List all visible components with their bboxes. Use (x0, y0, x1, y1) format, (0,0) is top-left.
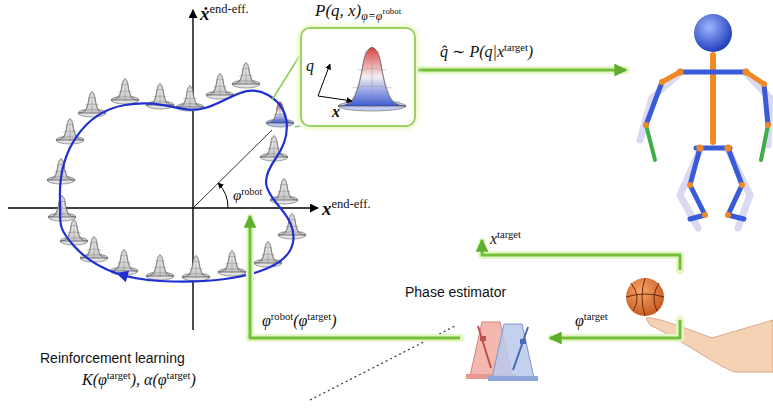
text-run: K(φ (82, 371, 107, 388)
text-run: Reinforcement learning (40, 350, 185, 366)
signal-label: φrobot(φtarget) (262, 311, 336, 330)
text-run: ) (331, 312, 336, 329)
text-run: q (306, 57, 314, 74)
text-run: x (490, 230, 497, 247)
math-index: end-eff. (332, 197, 371, 211)
math-index: φ=φ (361, 9, 382, 23)
text-run: x (332, 103, 340, 120)
ball-and-hand (626, 278, 773, 372)
text-run: φ (233, 187, 241, 203)
axis-label: xend-eff. (322, 197, 371, 221)
math-index: robot (382, 6, 401, 16)
math-index: target (584, 311, 608, 322)
text-run: ) (528, 43, 533, 60)
angle-label: φrobot (233, 186, 262, 204)
text-run: φ (575, 312, 584, 329)
phase-axes (8, 10, 318, 330)
text-run: ) (190, 371, 195, 388)
text-run: (φ (293, 312, 307, 329)
inset-frame (300, 27, 416, 127)
axis-label: ẋend-eff. (200, 2, 249, 26)
parameter-label: K(φtarget), α(φtarget) (82, 370, 196, 389)
robot-figure (640, 14, 771, 228)
inset-box: P(q, x)φ=φrobot q x (298, 0, 418, 128)
inset-distribution (318, 45, 406, 111)
math-index: target (504, 42, 528, 53)
math-index: target (307, 311, 331, 322)
math-index: target (107, 370, 131, 381)
module-label: Phase estimator (405, 284, 506, 301)
signal-label: φtarget (575, 311, 608, 330)
math-index: target (497, 229, 521, 240)
text-run: ẋ (200, 3, 210, 24)
axis-label: q (306, 56, 314, 75)
signal-label: xtarget (490, 229, 521, 248)
signal-label: q̂ ∼ P(q|xtarget) (440, 42, 533, 61)
inset-title: P(q, x)φ=φrobot (315, 1, 401, 23)
phase-bells (47, 62, 306, 281)
phase-orbit (60, 91, 294, 283)
math-index: robot (271, 311, 293, 322)
math-index: end-eff. (210, 2, 249, 16)
module-label: Reinforcement learning (40, 350, 185, 367)
math-index: robot (241, 186, 262, 197)
text-run: φ (262, 312, 271, 329)
inset-connectors (272, 55, 300, 127)
text-run: q̂ ∼ P(q|x (440, 43, 504, 60)
phase-angle (193, 130, 272, 208)
axis-label: x (332, 102, 340, 121)
metronome-icon (466, 322, 538, 381)
math-index: target (167, 370, 191, 381)
text-run: ), α(φ (131, 371, 167, 388)
text-run: x (322, 198, 332, 219)
signal-flow (250, 70, 680, 338)
text-run: P(q, x) (315, 1, 361, 20)
text-run: Phase estimator (405, 284, 506, 300)
